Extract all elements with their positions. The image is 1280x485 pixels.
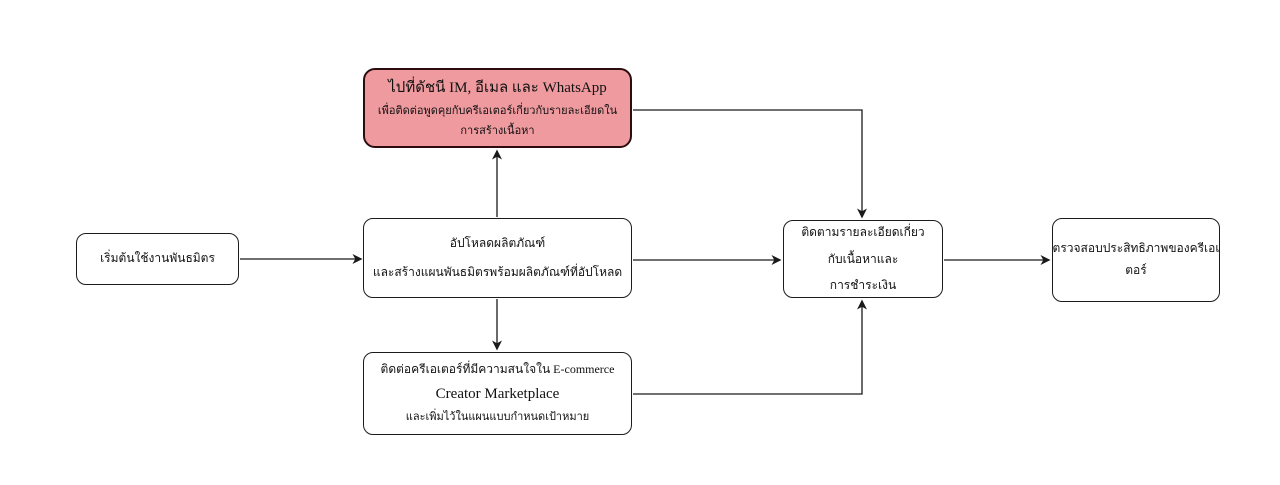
- flow-node-track-details: ติดตามรายละเอียดเกี่ยวกับเนื้อหาและ การช…: [783, 220, 943, 298]
- connector-market-track: [633, 299, 867, 395]
- node-label: ติดตามรายละเอียดเกี่ยวกับเนื้อหาและ: [801, 225, 925, 266]
- node-label: ตรวจสอบประสิทธิภาพของครีเอเ: [1052, 241, 1220, 256]
- node-sublabel: และเพิ่มไว้ในแผนแบบกำหนดเป้าหมาย: [405, 410, 590, 423]
- connector-contact-track: [633, 109, 867, 219]
- node-sublabel: ตอร์: [1125, 263, 1147, 277]
- node-label-latin: Creator Marketplace: [435, 385, 560, 402]
- flow-node-upload-products: อัปโหลดผลิตภัณฑ์ และสร้างแผนพันธมิตรพร้อ…: [363, 218, 632, 298]
- flow-node-start-partner: เริ่มต้นใช้งานพันธมิตร: [76, 233, 239, 285]
- node-sublabel: การชำระเงิน: [829, 278, 897, 293]
- node-label: ไปที่ดัชนี IM, อีเมล และ WhatsApp: [388, 79, 607, 96]
- node-sublabel: เพื่อติดต่อพูดคุยกับครีเอเตอร์เกี่ยวกับร…: [377, 104, 618, 137]
- node-label: ติดต่อครีเอเตอร์ที่มีความสนใจใน E-commer…: [380, 362, 615, 377]
- node-sublabel: และสร้างแผนพันธมิตรพร้อมผลิตภัณฑ์ที่อัปโ…: [372, 265, 623, 279]
- flow-node-contact-im-whatsapp: ไปที่ดัชนี IM, อีเมล และ WhatsApp เพื่อต…: [363, 68, 632, 148]
- node-label: เริ่มต้นใช้งานพันธมิตร: [100, 251, 215, 266]
- node-label: อัปโหลดผลิตภัณฑ์: [449, 236, 546, 251]
- flow-node-review-performance: ตรวจสอบประสิทธิภาพของครีเอเ ตอร์: [1052, 218, 1220, 302]
- flow-node-creator-marketplace: ติดต่อครีเอเตอร์ที่มีความสนใจใน E-commer…: [363, 352, 632, 435]
